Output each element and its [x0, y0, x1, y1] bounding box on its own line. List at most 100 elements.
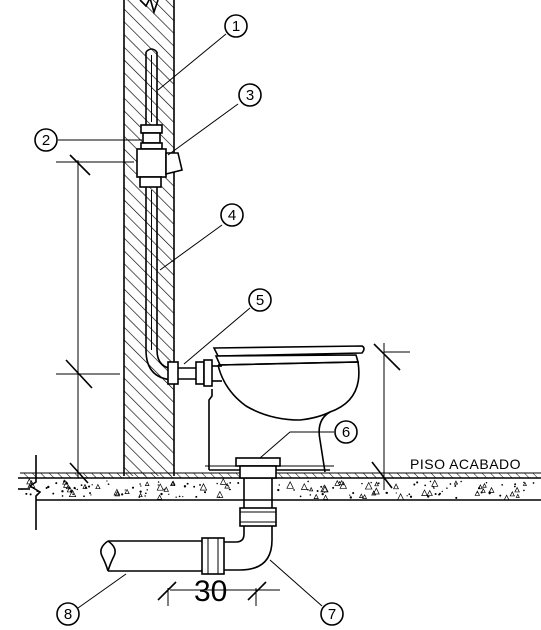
aggregate-dot	[47, 485, 50, 489]
aggregate-stone	[199, 483, 208, 491]
aggregate-dot	[226, 485, 228, 487]
aggregate-stone	[113, 488, 121, 496]
aggregate-dot	[441, 490, 443, 493]
aggregate-stone	[63, 480, 70, 488]
aggregate-stone	[372, 487, 380, 495]
aggregate-stone	[421, 489, 428, 496]
aggregate-dot	[477, 491, 479, 493]
aggregate-dot	[229, 482, 231, 484]
aggregate-stone	[163, 486, 169, 492]
aggregate-stone	[124, 488, 130, 494]
callout-6-label: 6	[342, 424, 350, 441]
aggregate-dot	[25, 492, 28, 495]
aggregate-dot	[52, 492, 55, 495]
aggregate-dot	[352, 492, 355, 495]
callout-1-label: 1	[232, 18, 240, 35]
aggregate-dot	[488, 492, 491, 495]
aggregate-dot	[532, 482, 535, 484]
aggregate-dot	[21, 488, 23, 490]
aggregate-dot	[361, 482, 363, 485]
aggregate-dot	[377, 482, 380, 485]
callout-4-label: 4	[228, 207, 236, 224]
aggregate-dot	[416, 481, 419, 484]
aggregate-stone	[339, 481, 348, 489]
aggregate-stone	[397, 493, 405, 501]
aggregate-dot	[88, 485, 91, 488]
aggregate-dot	[168, 493, 170, 495]
aggregate-stone	[431, 479, 439, 487]
aggregate-dot	[307, 488, 309, 491]
aggregate-dot	[157, 481, 160, 483]
aggregate-stone	[481, 488, 486, 493]
aggregate-stone	[371, 490, 377, 496]
aggregate-dot	[157, 484, 159, 486]
aggregate-dot	[61, 495, 64, 497]
aggregate-stone	[65, 484, 71, 490]
aggregate-stone	[144, 481, 150, 486]
aggregate-dot	[186, 482, 189, 485]
aggregate-dot	[182, 496, 184, 498]
aggregate-dot	[501, 484, 503, 486]
aggregate-stone	[453, 480, 459, 485]
aggregate-stone	[62, 479, 68, 485]
aggregate-dot	[178, 495, 181, 498]
aggregate-dot	[349, 494, 351, 496]
aggregate-dot	[36, 490, 39, 493]
aggregate-dot	[523, 481, 525, 484]
aggregate-dot	[485, 482, 488, 484]
aggregate-dot	[199, 484, 201, 486]
aggregate-stone	[322, 494, 329, 500]
drain-pipe	[100, 465, 277, 575]
aggregate-stone	[515, 493, 520, 498]
aggregate-dot	[429, 480, 432, 483]
floor-label: PISO ACABADO	[410, 456, 521, 472]
aggregate-dot	[89, 492, 92, 495]
callout-8: 8	[56, 602, 80, 626]
dimension-label: 30	[194, 575, 227, 608]
aggregate-dot	[323, 491, 326, 493]
aggregate-dot	[74, 488, 76, 490]
aggregate-dot	[139, 483, 141, 485]
aggregate-stone	[138, 492, 143, 498]
aggregate-dot	[216, 482, 218, 485]
aggregate-dot	[499, 494, 502, 497]
aggregate-dot	[513, 485, 516, 488]
aggregate-dot	[72, 493, 74, 496]
aggregate-dot	[55, 482, 58, 485]
aggregate-stone	[374, 481, 379, 487]
aggregate-stone	[95, 483, 101, 490]
callout-4: 4	[220, 203, 244, 227]
aggregate-dot	[183, 485, 187, 488]
aggregate-stone	[82, 483, 88, 489]
aggregate-dot	[434, 492, 437, 495]
aggregate-stone	[503, 494, 510, 501]
callout-5-label: 5	[256, 292, 264, 309]
aggregate-dot	[320, 485, 323, 488]
aggregate-dot	[193, 485, 196, 488]
aggregate-dot	[175, 496, 177, 498]
aggregate-dot	[163, 488, 165, 490]
aggregate-stone	[66, 486, 73, 493]
aggregate-dot	[409, 495, 413, 498]
toilet	[205, 345, 365, 473]
aggregate-dot	[480, 491, 483, 494]
aggregate-dot	[433, 487, 435, 489]
aggregate-dot	[91, 484, 93, 486]
aggregate-dot	[131, 486, 135, 489]
aggregate-dot	[107, 483, 110, 486]
aggregate-dot	[446, 487, 448, 489]
aggregate-dot	[413, 483, 416, 486]
aggregate-dot	[277, 488, 280, 492]
dimension-lines	[56, 154, 410, 606]
callout-2: 2	[34, 128, 58, 152]
aggregate-dot	[146, 489, 148, 491]
supply-pipe	[136, 48, 222, 387]
aggregate-dot	[61, 490, 64, 493]
callout-7-label: 7	[328, 606, 336, 623]
aggregate-dot	[139, 490, 142, 493]
aggregate-stone	[114, 490, 120, 497]
aggregate-dot	[370, 481, 372, 484]
aggregate-dot	[321, 492, 324, 496]
aggregate-dot	[454, 485, 457, 487]
